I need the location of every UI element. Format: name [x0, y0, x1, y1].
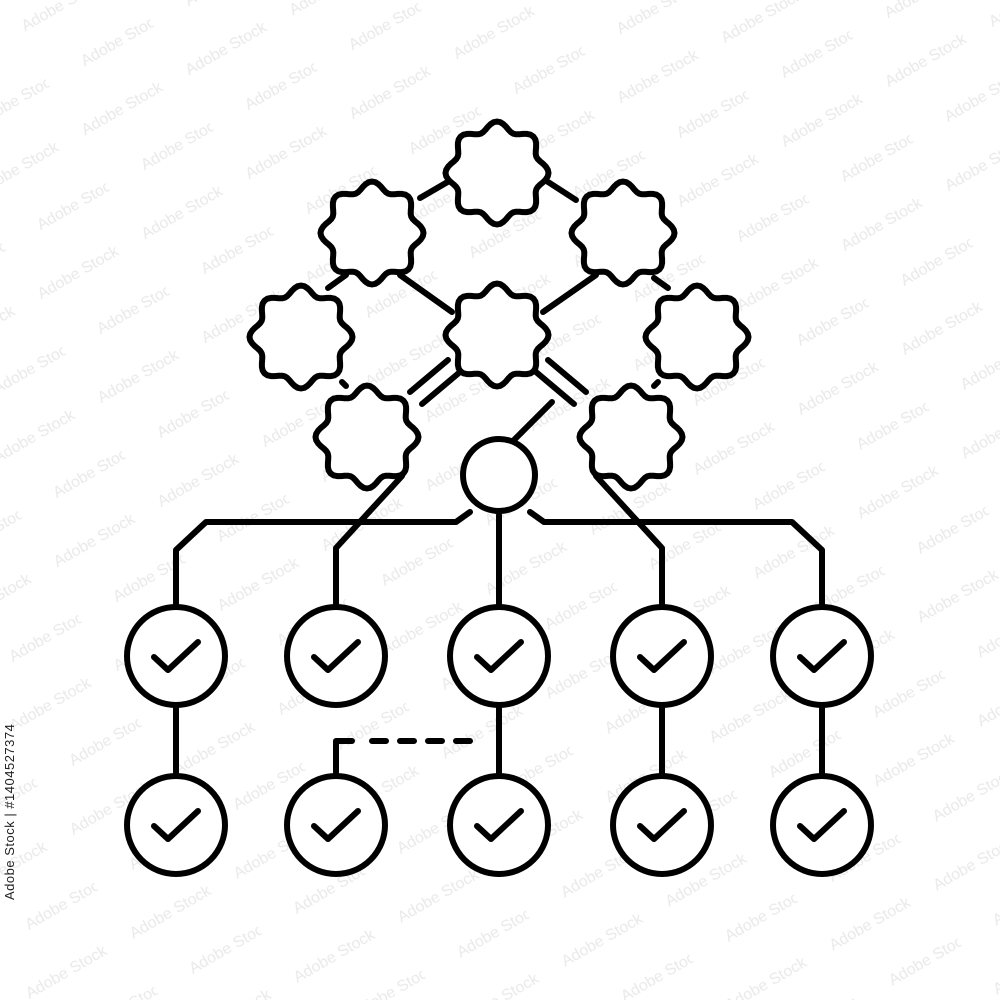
cloud-icon	[312, 382, 422, 492]
check-mark-icon	[637, 808, 687, 842]
check-circle-icon	[284, 604, 388, 708]
task-node-r2-c4	[610, 773, 714, 877]
check-circle-icon	[610, 773, 714, 877]
link-ur-center	[540, 272, 599, 315]
task-node-r1-c4	[610, 604, 714, 708]
check-circle-icon	[447, 773, 551, 877]
cloud-node-mid-right	[642, 282, 752, 392]
cloud-node-upper-left	[317, 178, 427, 288]
cloud-node-lower-left	[312, 382, 422, 492]
cloud-node-top	[442, 118, 552, 228]
task-node-r2-c2	[284, 773, 388, 877]
link-ul-midleft	[325, 272, 349, 291]
cloud-node-mid-left	[246, 282, 356, 392]
cloud-node-center	[442, 280, 552, 390]
link-midleft-lowerleft	[339, 379, 349, 389]
connector-lines	[173, 177, 825, 608]
check-circle-icon	[124, 773, 228, 877]
link-center-lowerleft-a	[407, 357, 451, 395]
cloud-icon	[642, 282, 752, 392]
check-mark-icon	[797, 639, 847, 673]
task-node-r1-c3	[447, 604, 551, 708]
link-ul-center	[397, 272, 455, 315]
dashed-link-elbow	[333, 738, 355, 779]
check-mark-icon	[797, 808, 847, 842]
check-circle-icon	[770, 604, 874, 708]
cloud-icon	[442, 118, 552, 228]
task-node-r1-c2	[284, 604, 388, 708]
task-grid	[124, 604, 874, 877]
task-node-r2-c1	[124, 773, 228, 877]
cloud-icon	[317, 178, 427, 288]
hub-node	[460, 436, 538, 514]
link-center-lowerright-a	[545, 357, 589, 395]
check-circle-icon	[610, 604, 714, 708]
check-mark-icon	[311, 639, 361, 673]
task-node-r2-c5	[770, 773, 874, 877]
cloud-icon	[576, 382, 686, 492]
check-mark-icon	[311, 808, 361, 842]
link-lowerleft-col2	[333, 473, 405, 608]
task-node-r1-c1	[124, 604, 228, 708]
link-top-upper-right	[542, 177, 579, 203]
check-mark-icon	[637, 639, 687, 673]
cloud-node-upper-right	[568, 178, 678, 288]
cloud-icon	[246, 282, 356, 392]
link-center-hub	[509, 399, 555, 445]
stock-id-label: Adobe Stock | #1404527374	[2, 723, 17, 900]
link-bus-left	[173, 509, 473, 608]
hub-node-icon	[460, 436, 538, 514]
link-center-lowerleft-b	[419, 369, 463, 407]
cloud-icon	[568, 178, 678, 288]
link-center-lowerright-b	[533, 369, 577, 407]
check-circle-icon	[284, 773, 388, 877]
link-top-upper-left	[417, 177, 454, 201]
link-lowerright-col4	[593, 473, 665, 608]
task-node-r1-c5	[770, 604, 874, 708]
check-mark-icon	[474, 639, 524, 673]
cloud-node-lower-right	[576, 382, 686, 492]
check-mark-icon	[151, 808, 201, 842]
check-circle-icon	[124, 604, 228, 708]
link-bus-right	[527, 509, 825, 608]
task-node-r2-c3	[447, 773, 551, 877]
link-midright-lowerright	[651, 379, 661, 389]
cloud-nodes	[246, 118, 752, 492]
check-mark-icon	[151, 639, 201, 673]
cloud-icon	[442, 280, 552, 390]
check-mark-icon	[474, 808, 524, 842]
check-circle-icon	[770, 773, 874, 877]
check-circle-icon	[447, 604, 551, 708]
link-ur-midright	[651, 275, 671, 291]
